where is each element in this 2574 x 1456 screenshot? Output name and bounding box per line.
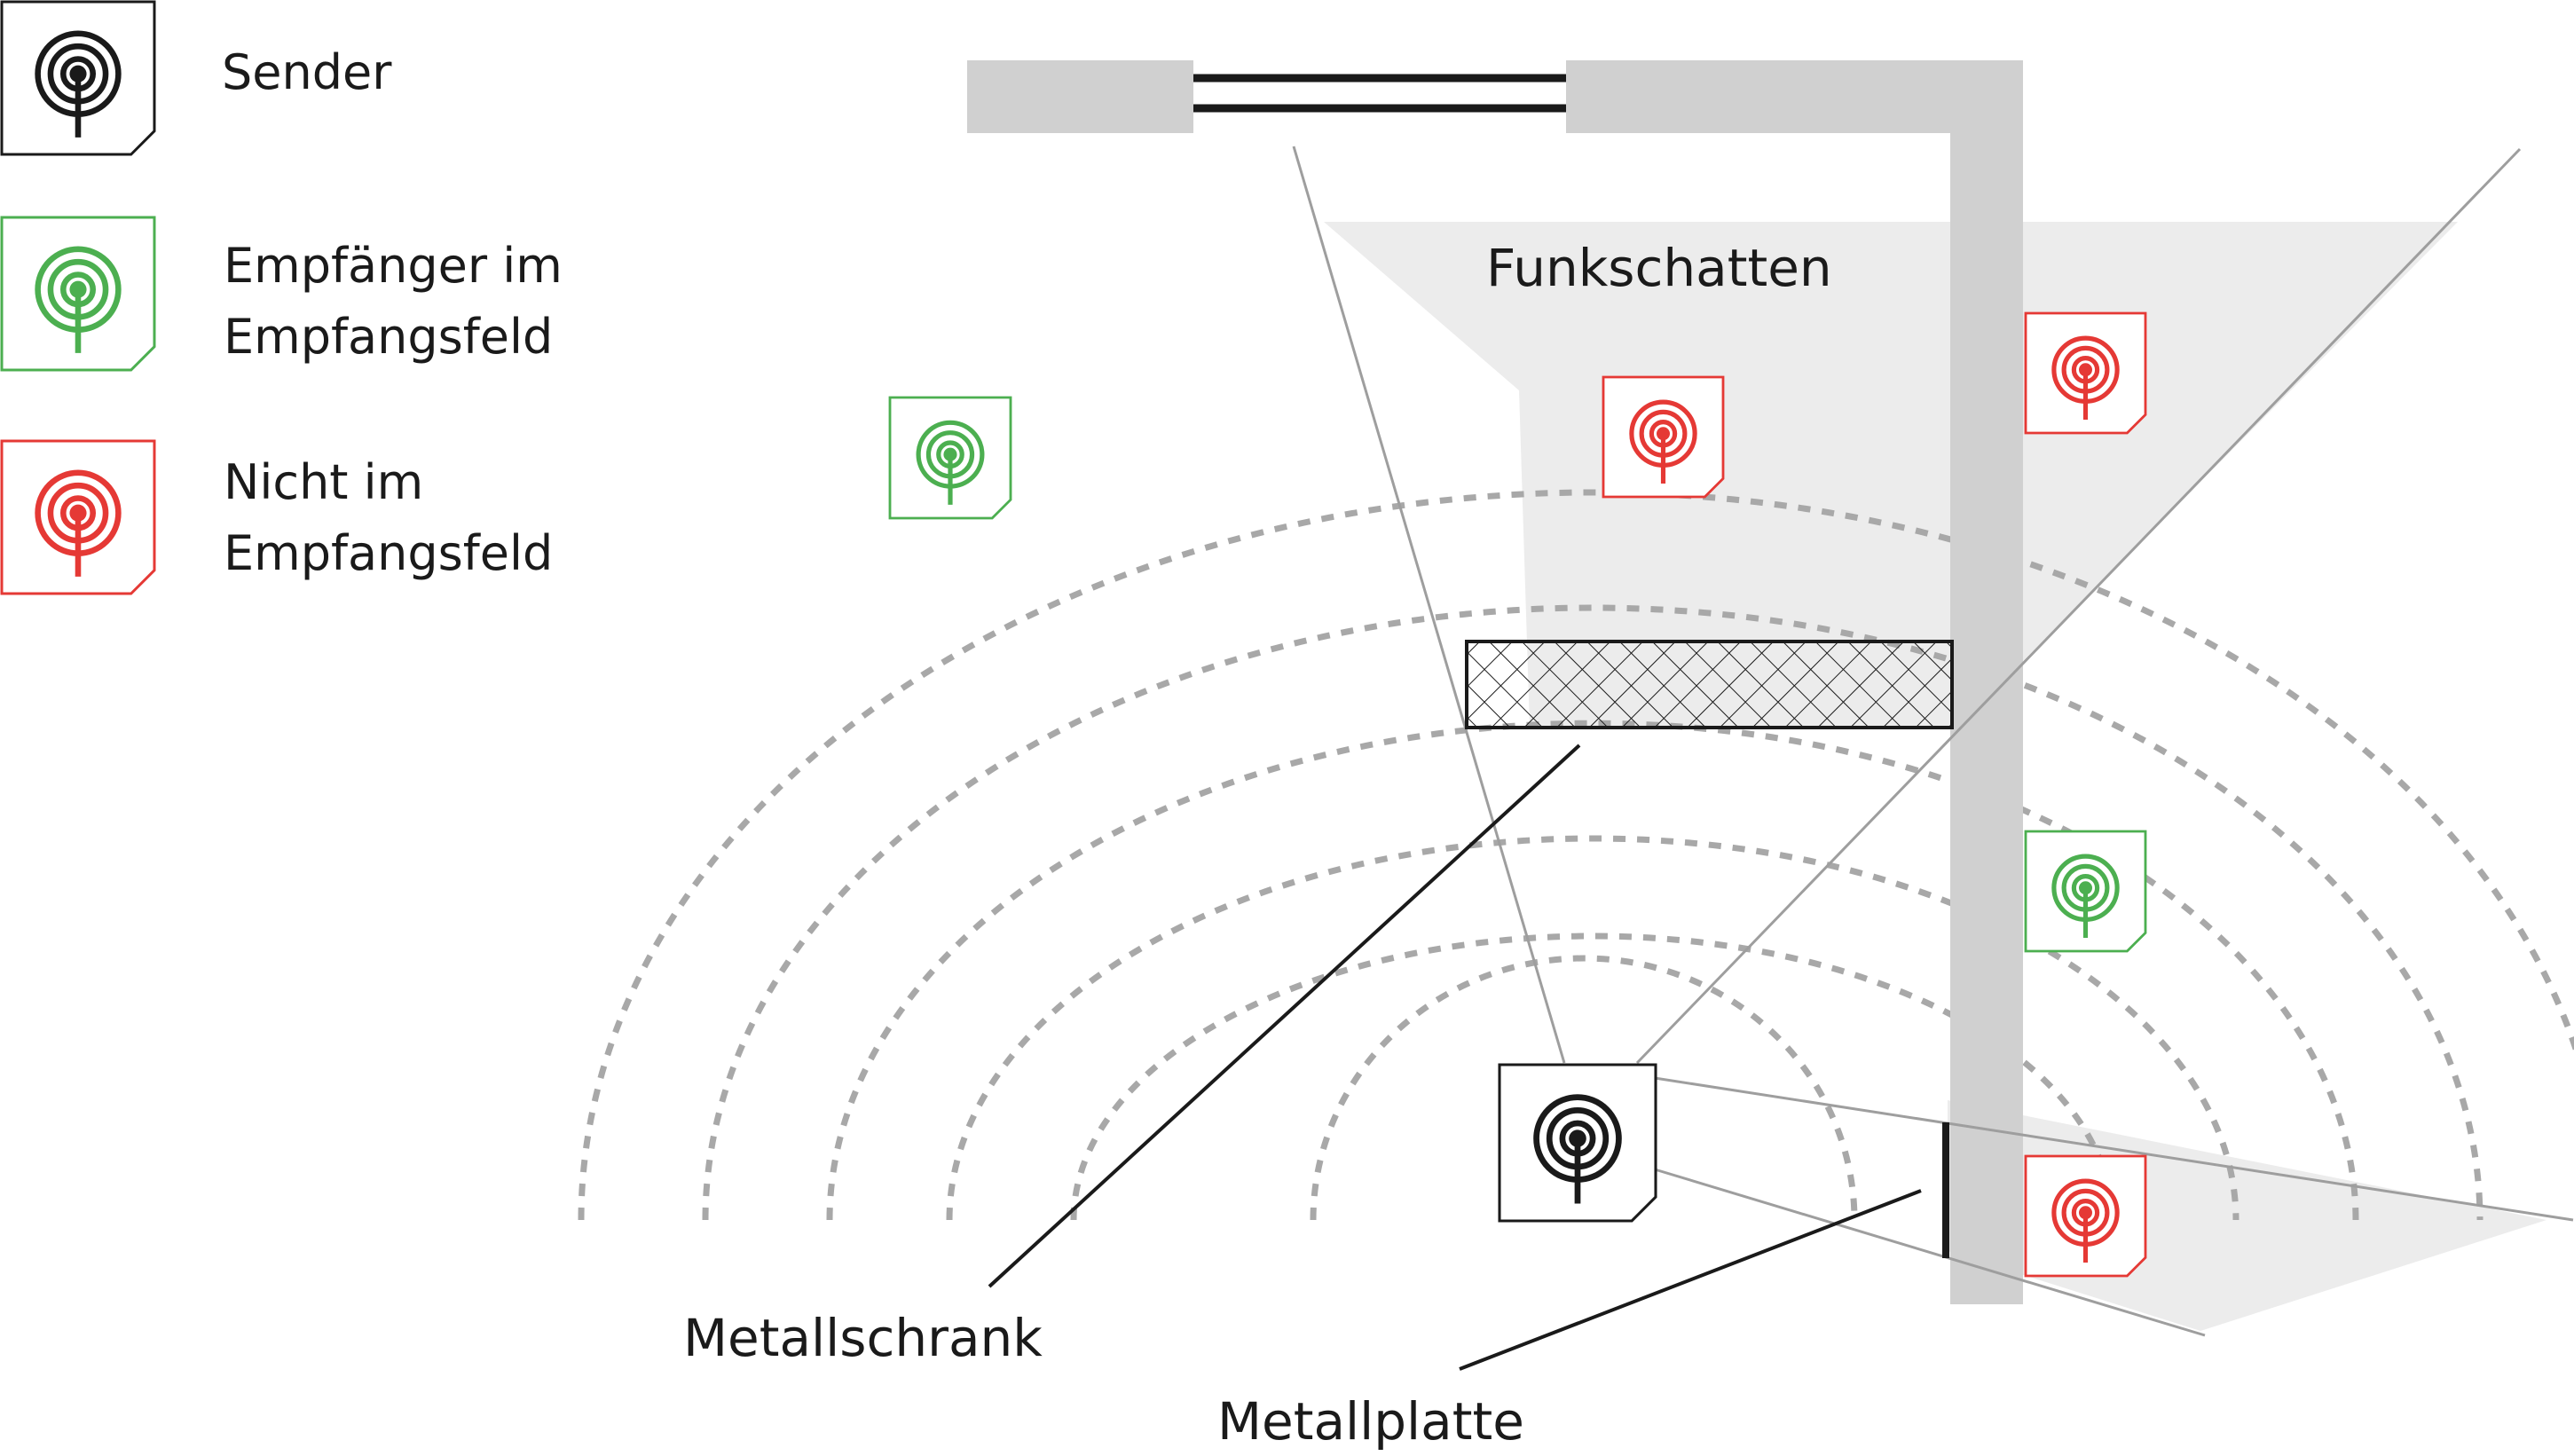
receiver-in-field-right — [2024, 830, 2147, 953]
receiver-in-field-left — [888, 396, 1012, 520]
wave-arc-6 — [578, 489, 2574, 1221]
legend-receiver-in-field-label-2: Empfangsfeld — [224, 309, 553, 365]
wave-arc-3 — [946, 835, 2239, 1221]
shadow-boundary-lines — [1292, 146, 2574, 1337]
metal-plate-label: Metallplatte — [1217, 1391, 1524, 1452]
sender-icon — [1498, 1063, 1657, 1223]
legend-receiver-in-field-icon — [0, 216, 156, 372]
radio-shadow-label: Funkschatten — [1486, 238, 1832, 298]
wall-top-left — [967, 60, 1193, 133]
wave-arcs — [578, 489, 2574, 1221]
wall-top-right — [1566, 60, 2023, 133]
metal-cabinet-leader — [988, 744, 1581, 1288]
legend-receiver-out-of-field-label-2: Empfangsfeld — [224, 525, 553, 581]
metal-plate-leader — [1459, 1189, 1922, 1371]
wall-vertical — [1950, 60, 2023, 1304]
wave-arc-5 — [702, 604, 2483, 1221]
wave-arc-1 — [1310, 955, 1858, 1221]
metal-cabinet-label: Metallschrank — [683, 1308, 1043, 1368]
legend-receiver-in-field-label-1: Empfänger im — [224, 238, 563, 294]
receiver-out-of-field-right-bottom — [2024, 1154, 2147, 1278]
receiver-out-of-field-right-top — [2024, 311, 2147, 435]
legend-receiver-out-of-field-label-1: Nicht im — [224, 454, 423, 510]
radio-shadow-area-top — [1324, 222, 2458, 728]
walls — [967, 60, 2023, 1304]
legend-sender-label: Sender — [222, 44, 392, 100]
wave-arc-2 — [1070, 933, 2115, 1221]
metal-cabinet — [1465, 640, 1954, 729]
wave-arc-4 — [826, 720, 2359, 1221]
legend-receiver-out-of-field-icon — [0, 439, 156, 595]
receiver-out-of-field-shadow — [1602, 375, 1725, 499]
window — [1193, 74, 1566, 113]
legend-sender-icon — [0, 0, 156, 156]
